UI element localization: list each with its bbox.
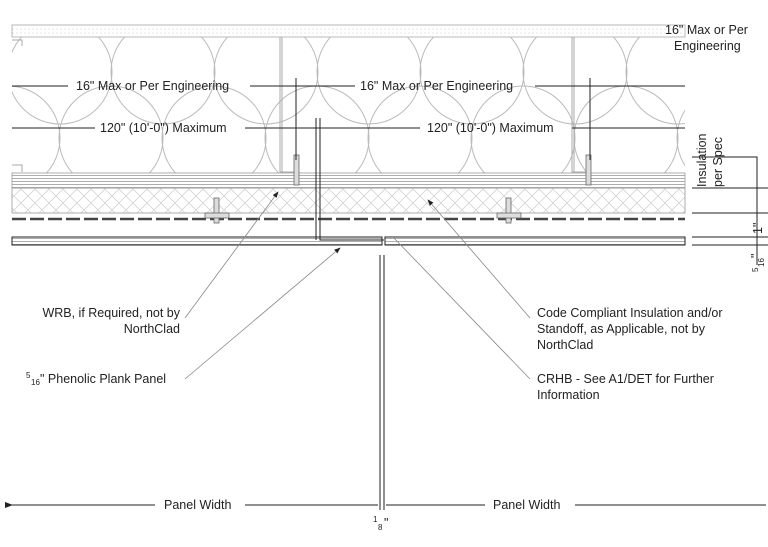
batt-loop bbox=[58, 85, 164, 173]
wrb-label-line2: NorthClad bbox=[124, 322, 180, 336]
batt-insulation bbox=[0, 20, 685, 173]
code-label-line2: Standoff, as Applicable, not by bbox=[537, 322, 706, 336]
screw-icon bbox=[213, 197, 220, 224]
code-label-line1: Code Compliant Insulation and/or bbox=[537, 306, 723, 320]
batt-loop bbox=[0, 20, 9, 124]
screw-icon bbox=[505, 197, 512, 224]
phenolic-panel-left bbox=[11, 236, 383, 246]
batt-loop bbox=[12, 85, 61, 173]
panel-label-den: 16 bbox=[31, 378, 40, 387]
stud-spacing-dim-left: 16" Max or Per Engineering bbox=[76, 79, 229, 93]
max-span-dim-right: 120" (10'-0") Maximum bbox=[427, 121, 554, 135]
standoff-dim: 1" bbox=[751, 223, 765, 234]
panel-width-left: Panel Width bbox=[164, 498, 231, 512]
batt-loop bbox=[419, 37, 525, 125]
stud-spacing-note-line2: Engineering bbox=[674, 39, 741, 53]
insulation-dim-line2: per Spec bbox=[711, 137, 725, 187]
max-span-dim-left: 120" (10'-0") Maximum bbox=[100, 121, 227, 135]
panel-dim-den: 16 bbox=[757, 258, 766, 267]
batt-loop bbox=[161, 85, 267, 173]
stud-spacing-note-line1: 16" Max or Per bbox=[665, 23, 748, 37]
panel-dim-inch: " bbox=[749, 254, 763, 258]
phenolic-panel-right bbox=[384, 236, 686, 246]
gap-den: 8 bbox=[378, 523, 383, 532]
panel-joint bbox=[315, 118, 384, 241]
stud-right bbox=[571, 37, 588, 173]
code-label-line3: NorthClad bbox=[537, 338, 593, 352]
stud-spacing-dim-right: 16" Max or Per Engineering bbox=[360, 79, 513, 93]
insulation-dim-line1: Insulation bbox=[695, 133, 709, 187]
batt-loop bbox=[470, 85, 576, 173]
gap-inch: " bbox=[384, 516, 388, 530]
panel-label-text: " Phenolic Plank Panel bbox=[40, 372, 166, 386]
panel-label-num: 5 bbox=[26, 371, 31, 380]
panel-dim-num: 5 bbox=[751, 267, 760, 272]
panel-width-right: Panel Width bbox=[493, 498, 560, 512]
wrb-layer bbox=[11, 172, 686, 189]
batt-loop bbox=[12, 37, 113, 125]
batt-loop bbox=[110, 37, 216, 125]
batt-loop bbox=[367, 85, 473, 173]
batt-loop bbox=[625, 37, 685, 125]
exterior-insulation-layer bbox=[11, 187, 686, 214]
crhb-label-line1: CRHB - See A1/DET for Further bbox=[537, 372, 714, 386]
stud-left bbox=[279, 37, 296, 173]
screw-icon bbox=[585, 154, 592, 186]
batt-loop bbox=[522, 37, 628, 125]
wrb-label-line1: WRB, if Required, not by bbox=[42, 306, 180, 320]
crhb-label-line2: Information bbox=[537, 388, 600, 402]
gap-num: 1 bbox=[373, 515, 378, 524]
batt-loop bbox=[213, 37, 319, 125]
batt-loop bbox=[676, 109, 685, 167]
batt-loop bbox=[316, 37, 422, 125]
sheathing-layer bbox=[11, 24, 686, 38]
joint-gap-line bbox=[379, 255, 385, 510]
